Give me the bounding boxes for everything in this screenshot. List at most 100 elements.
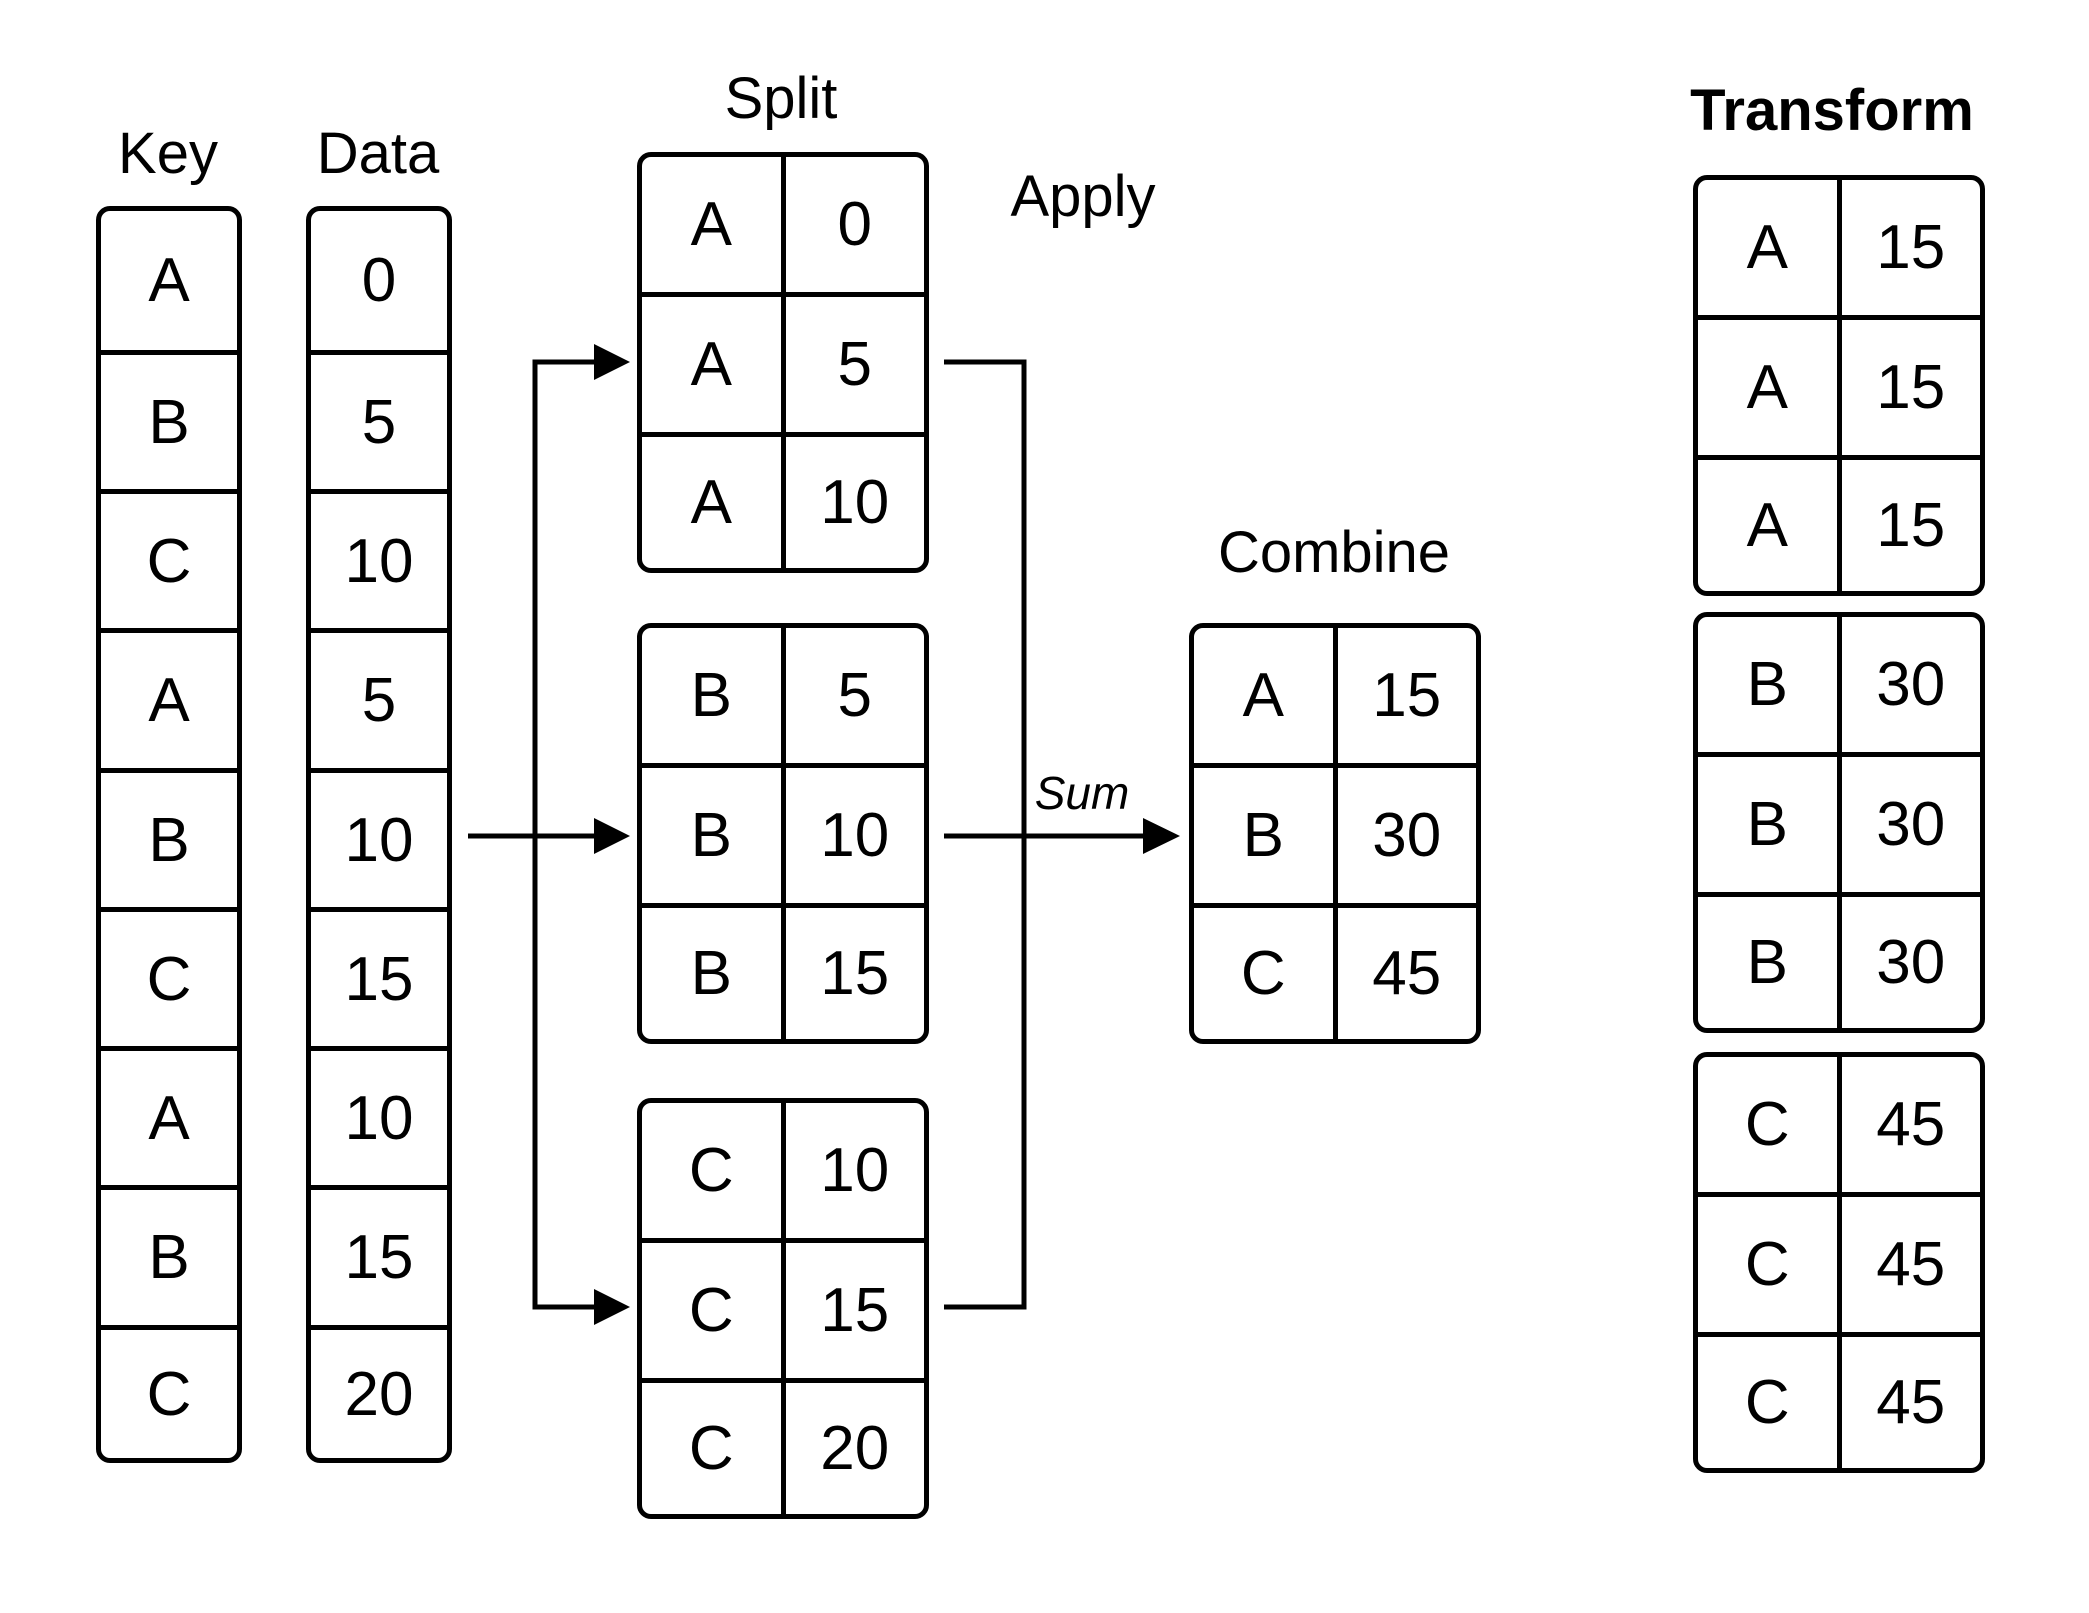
split-group-b: B 5 B 10 B 15 bbox=[637, 623, 929, 1044]
group-value: 10 bbox=[820, 801, 890, 870]
group-value: 10 bbox=[820, 1136, 890, 1205]
table-row: B 15 bbox=[642, 908, 924, 1039]
table-row: C 45 bbox=[1194, 908, 1476, 1039]
divider bbox=[101, 1325, 237, 1330]
table-row: C 15 bbox=[642, 1243, 924, 1378]
key-column: A B C A B C A B C bbox=[96, 206, 242, 1463]
data-cell: 15 bbox=[344, 944, 414, 1014]
data-cell: 10 bbox=[344, 805, 414, 875]
key-cell: C bbox=[146, 944, 192, 1014]
group-value: 15 bbox=[1876, 491, 1946, 560]
table-row: A 15 bbox=[1698, 460, 1980, 591]
key-cell: B bbox=[148, 387, 190, 457]
group-value: 30 bbox=[1372, 801, 1442, 870]
key-cell: C bbox=[146, 526, 192, 596]
key-cell: B bbox=[148, 805, 190, 875]
data-column: 0 5 10 5 10 15 10 15 20 bbox=[306, 206, 452, 1463]
group-value: 15 bbox=[820, 939, 890, 1008]
data-cell: 5 bbox=[361, 666, 397, 735]
key-cell: A bbox=[148, 246, 190, 315]
arrowhead-bottom bbox=[594, 1289, 630, 1325]
divider bbox=[642, 763, 924, 768]
transform-header: Transform bbox=[1690, 78, 1974, 143]
key-cell: B bbox=[148, 1223, 190, 1292]
divider bbox=[311, 1046, 447, 1051]
transform-group-c: C 45 C 45 C 45 bbox=[1693, 1052, 1985, 1473]
transform-group-a: A 15 A 15 A 15 bbox=[1693, 175, 1985, 596]
divider bbox=[1194, 763, 1476, 768]
data-cell: 10 bbox=[344, 526, 414, 596]
divider bbox=[311, 628, 447, 633]
table-row: C 20 bbox=[642, 1383, 924, 1514]
group-key: A bbox=[1698, 320, 1842, 455]
divider bbox=[1698, 752, 1980, 757]
group-value: 45 bbox=[1876, 1368, 1946, 1437]
table-row: A 5 bbox=[642, 297, 924, 432]
table-row: B 30 bbox=[1698, 897, 1980, 1028]
key-header: Key bbox=[118, 121, 218, 186]
divider bbox=[311, 768, 447, 773]
divider bbox=[1698, 1332, 1980, 1337]
group-key: B bbox=[1698, 897, 1842, 1028]
table-row: C 45 bbox=[1698, 1057, 1980, 1192]
divider bbox=[642, 292, 924, 297]
group-key: A bbox=[642, 297, 786, 432]
data-cell: 20 bbox=[344, 1359, 414, 1429]
group-key: C bbox=[1698, 1337, 1842, 1468]
group-value: 45 bbox=[1876, 1230, 1946, 1299]
divider bbox=[311, 1325, 447, 1330]
key-cell: A bbox=[148, 1083, 190, 1153]
group-key: B bbox=[1698, 757, 1842, 892]
group-key: A bbox=[1698, 180, 1842, 315]
table-row: A 10 bbox=[642, 437, 924, 568]
divider bbox=[1698, 315, 1980, 320]
apply-header: Apply bbox=[1010, 164, 1156, 229]
group-key: A bbox=[1194, 628, 1338, 763]
group-value: 5 bbox=[837, 330, 872, 399]
divider bbox=[1698, 455, 1980, 460]
arrowhead-top bbox=[594, 344, 630, 380]
group-value: 45 bbox=[1876, 1090, 1946, 1159]
group-key: B bbox=[642, 628, 786, 763]
group-value: 30 bbox=[1876, 650, 1946, 719]
divider bbox=[1698, 1192, 1980, 1197]
group-key: C bbox=[1698, 1197, 1842, 1332]
data-cell: 0 bbox=[361, 246, 397, 315]
data-cell: 15 bbox=[344, 1223, 414, 1292]
transform-group-b: B 30 B 30 B 30 bbox=[1693, 612, 1985, 1033]
group-value: 30 bbox=[1876, 928, 1946, 997]
divider bbox=[311, 489, 447, 494]
divider bbox=[311, 1185, 447, 1190]
arrowhead-mid bbox=[594, 818, 630, 854]
group-value: 0 bbox=[837, 190, 872, 259]
group-key: C bbox=[642, 1383, 786, 1514]
table-row: C 45 bbox=[1698, 1337, 1980, 1468]
divider bbox=[642, 432, 924, 437]
divider bbox=[1194, 903, 1476, 908]
divider bbox=[101, 1046, 237, 1051]
group-value: 30 bbox=[1876, 790, 1946, 859]
combine-header: Combine bbox=[1217, 520, 1451, 585]
group-key: B bbox=[1698, 617, 1842, 752]
group-value: 20 bbox=[820, 1414, 890, 1483]
key-cell: C bbox=[146, 1359, 192, 1429]
group-value: 5 bbox=[837, 661, 872, 730]
divider bbox=[642, 903, 924, 908]
split-group-c: C 10 C 15 C 20 bbox=[637, 1098, 929, 1519]
group-key: C bbox=[1194, 908, 1338, 1039]
group-key: A bbox=[1698, 460, 1842, 591]
divider bbox=[311, 350, 447, 355]
table-row: B 30 bbox=[1698, 617, 1980, 752]
table-row: A 0 bbox=[642, 157, 924, 292]
divider bbox=[311, 907, 447, 912]
key-cell: A bbox=[148, 666, 190, 735]
divider bbox=[101, 489, 237, 494]
table-row: A 15 bbox=[1194, 628, 1476, 763]
data-cell: 10 bbox=[344, 1083, 414, 1153]
divider bbox=[101, 628, 237, 633]
split-group-a: A 0 A 5 A 10 bbox=[637, 152, 929, 573]
table-row: A 15 bbox=[1698, 180, 1980, 315]
group-value: 10 bbox=[820, 468, 890, 537]
divider bbox=[101, 768, 237, 773]
